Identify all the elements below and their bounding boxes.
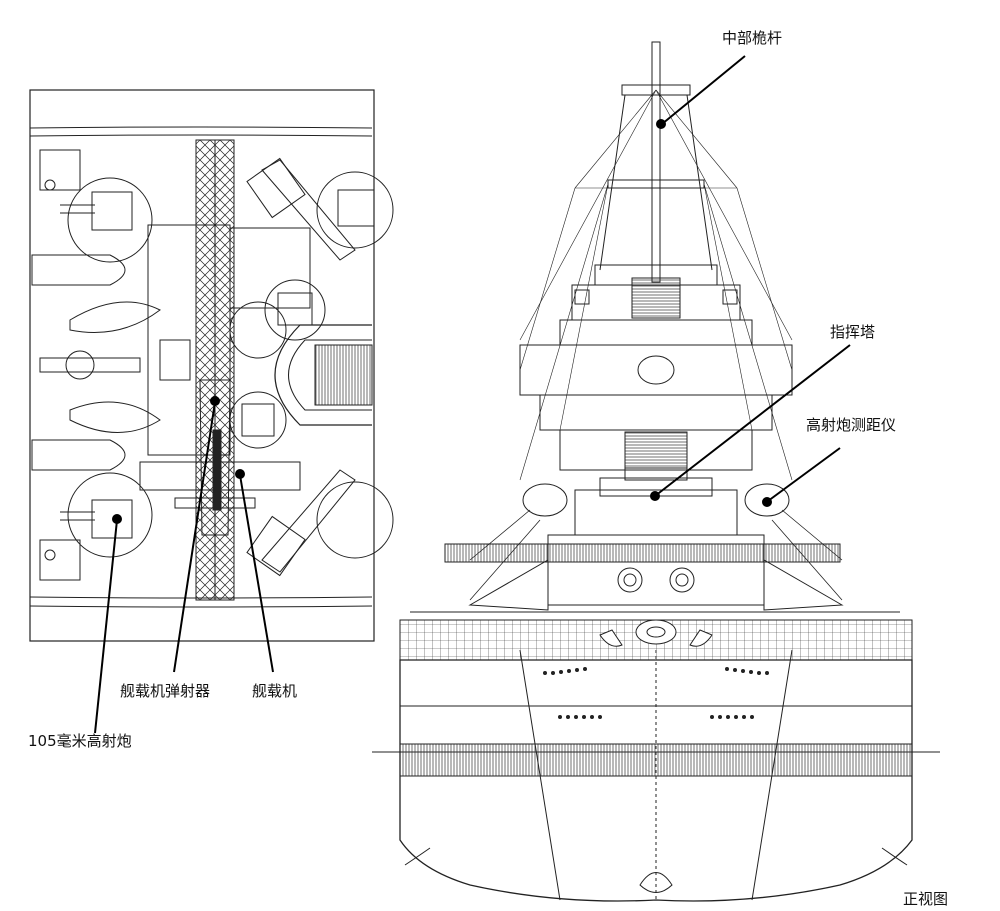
label-front-view: 正视图: [903, 890, 949, 908]
label-aircraft: 舰载机: [252, 682, 298, 700]
lower-gun-mounts: [60, 301, 394, 559]
front-view: [372, 41, 940, 902]
label-catapult: 舰载机弹射器: [120, 682, 211, 700]
label-rangefinder: 高射炮测距仪: [806, 416, 897, 434]
aircraft-top: [139, 379, 301, 536]
top-view-frame: [29, 89, 375, 642]
boat-deck-structure: [274, 324, 373, 426]
label-bridge: 指挥塔: [830, 323, 876, 341]
boats: [31, 254, 161, 471]
label-mainmast: 中部桅杆: [722, 29, 783, 47]
top-view-panel: [29, 89, 394, 642]
label-aa-gun: 105毫米高射炮: [28, 732, 132, 750]
main-platform: [444, 543, 841, 563]
portholes: [543, 667, 769, 719]
rigging: [519, 89, 793, 481]
anchors: [599, 619, 713, 647]
cranes: [246, 157, 356, 577]
conning-tower: [574, 489, 738, 536]
hull: [399, 659, 913, 902]
leader-lines: [94, 55, 851, 734]
upper-gun-mounts: [60, 171, 394, 341]
